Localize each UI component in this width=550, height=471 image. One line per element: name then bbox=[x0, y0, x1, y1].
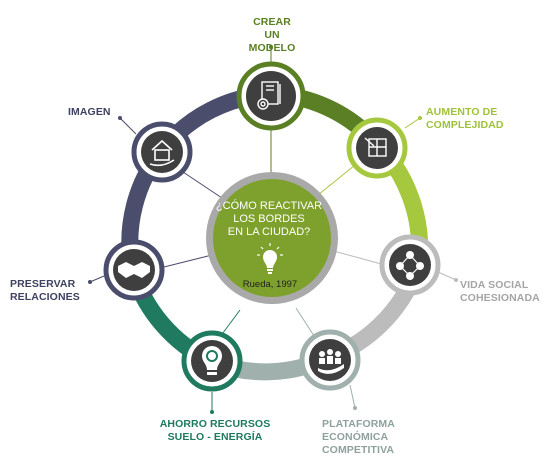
house-hand-icon bbox=[149, 139, 175, 167]
label-aumento: AUMENTO DE COMPLEJIDAD bbox=[426, 106, 538, 132]
label-plataforma-line-1: PLATAFORMA bbox=[322, 418, 395, 430]
center-citation: Rueda, 1997 bbox=[242, 279, 298, 290]
leader-vida bbox=[437, 271, 457, 281]
handshake-icon bbox=[118, 262, 150, 278]
label-preservar: PRESERVAR RELACIONES bbox=[10, 278, 90, 304]
spoke-aumento bbox=[317, 164, 356, 196]
node-vida bbox=[379, 234, 441, 296]
center-question-line-2: LOS BORDES bbox=[233, 213, 305, 225]
label-crear: CREAR UN MODELO bbox=[240, 16, 304, 55]
label-imagen: IMAGEN bbox=[68, 106, 128, 119]
plan-document-icon bbox=[364, 137, 387, 157]
center-hub bbox=[206, 172, 338, 304]
label-plataforma-line-2: ECONÓMICA bbox=[322, 431, 389, 443]
leader-imagen bbox=[119, 117, 137, 135]
spoke-imagen bbox=[179, 169, 226, 201]
label-ahorro-line-2: SUELO - ENERGÍA bbox=[167, 431, 263, 443]
node-aumento bbox=[346, 117, 408, 179]
label-vida: VIDA SOCIAL COHESIONADA bbox=[460, 279, 546, 305]
label-ahorro: AHORRO RECURSOS SUELO - ENERGÍA bbox=[130, 418, 300, 444]
label-crear-line-2: UN MODELO bbox=[248, 29, 296, 54]
label-ahorro-line-1: AHORRO RECURSOS bbox=[159, 418, 271, 430]
label-plataforma-line-3: COMPETITIVA bbox=[322, 444, 395, 456]
node-plataforma bbox=[299, 329, 361, 391]
leader-aumento bbox=[404, 117, 421, 129]
label-crear-line-1: CREAR bbox=[253, 16, 291, 28]
spoke-preservar bbox=[159, 254, 213, 269]
leader-plataforma bbox=[349, 384, 356, 409]
label-preservar-line-1: PRESERVAR bbox=[10, 278, 76, 290]
node-ahorro bbox=[181, 330, 243, 392]
social-network-icon bbox=[396, 251, 424, 280]
label-imagen-line-1: IMAGEN bbox=[68, 106, 111, 118]
label-vida-line-2: COHESIONADA bbox=[460, 292, 540, 304]
center-question: ¿CÓMO REACTIVAR LOS BORDES EN LA CIUDAD? bbox=[208, 200, 330, 239]
center-question-line-3: EN LA CIUDAD? bbox=[227, 226, 311, 238]
node-imagen bbox=[131, 121, 193, 183]
blueprint-gears-icon bbox=[257, 81, 281, 110]
node-preservar bbox=[103, 239, 165, 301]
label-plataforma: PLATAFORMA ECONÓMICA COMPETITIVA bbox=[322, 418, 402, 457]
center-question-line-1: ¿CÓMO REACTIVAR bbox=[215, 200, 323, 212]
label-preservar-line-2: RELACIONES bbox=[10, 291, 80, 303]
label-leaders bbox=[88, 45, 458, 414]
label-aumento-line-1: AUMENTO DE bbox=[426, 106, 498, 118]
node-crear bbox=[236, 61, 306, 131]
spoke-vida bbox=[329, 249, 386, 266]
lightbulb-icon bbox=[257, 243, 283, 274]
recycle-bulb-icon bbox=[202, 346, 222, 375]
label-vida-line-1: VIDA SOCIAL bbox=[460, 279, 529, 291]
leader-preservar bbox=[89, 275, 105, 283]
label-aumento-line-2: COMPLEJIDAD bbox=[426, 119, 504, 131]
people-growth-icon bbox=[318, 349, 344, 374]
